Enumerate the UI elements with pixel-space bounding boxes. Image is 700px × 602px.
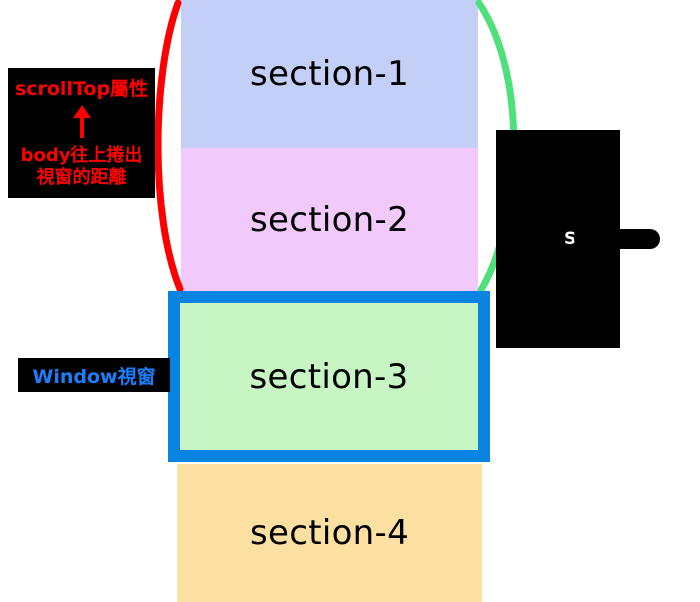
scroll-height-annotation-box: Sc [496, 130, 660, 348]
section-block-3: section-3 [180, 303, 478, 450]
scrolltop-annotation-box: scrollTop屬性 body往上捲出 視窗的距離 [8, 68, 155, 198]
section-3-label: section-3 [249, 356, 409, 397]
label-redaction-overlay [574, 229, 660, 249]
up-arrow-icon [72, 105, 91, 139]
scrolltop-desc-line-1: body往上捲出 [20, 145, 143, 167]
section-1-label: section-1 [249, 54, 410, 94]
section-block-2: section-2 [181, 148, 478, 291]
section-4-label: section-4 [249, 513, 410, 553]
section-block-4: section-4 [177, 464, 482, 602]
window-label: Window視窗 [32, 365, 156, 388]
section-block-1: section-1 [181, 0, 478, 148]
red-brace-curve [154, 0, 184, 293]
window-annotation-box: Window視窗 [18, 358, 170, 392]
window-viewport-highlight: section-3 [168, 291, 490, 462]
scrolltop-title: scrollTop屬性 [14, 78, 149, 101]
scrolltop-desc-line-2: 視窗的距離 [36, 166, 127, 188]
section-2-label: section-2 [249, 199, 410, 240]
